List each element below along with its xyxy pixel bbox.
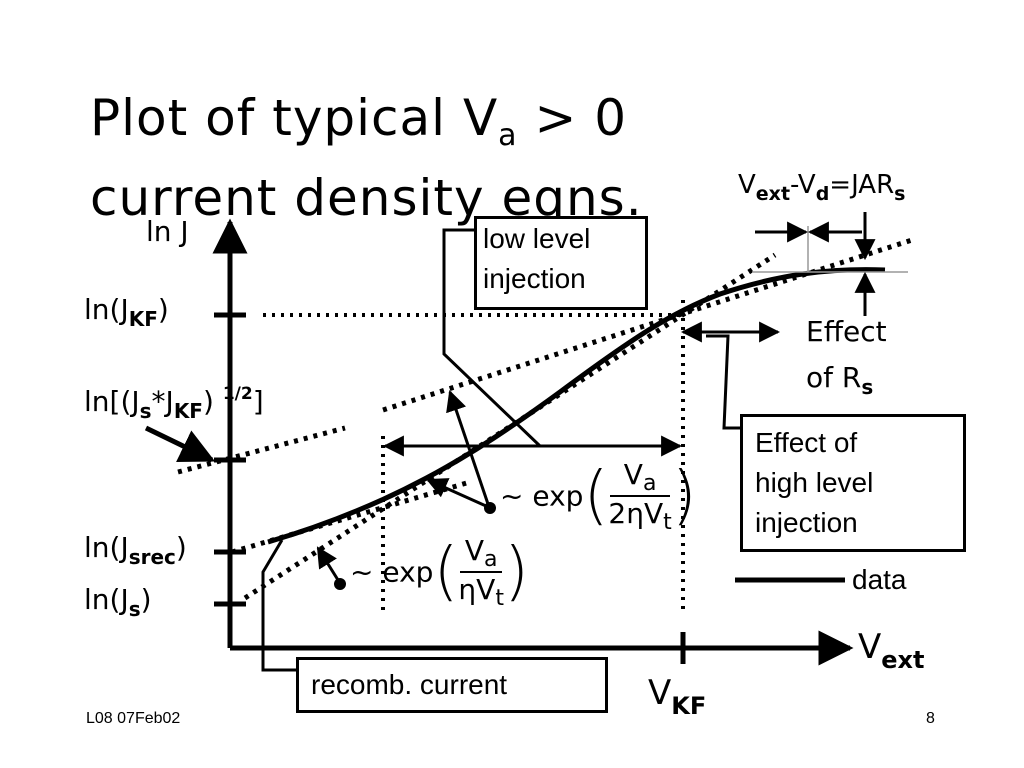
formula2-open-paren: ( xyxy=(433,535,459,609)
slide-number: 8 xyxy=(926,710,935,727)
formula-exp-nvt: ~ exp( Va ηVt ) xyxy=(350,534,529,611)
recomb-current-box: recomb. current xyxy=(296,657,608,713)
geo-pointer xyxy=(144,425,216,463)
high-level-line-1: Effect of xyxy=(755,427,858,458)
y-tick-label-jkf: ln(JKF) xyxy=(84,293,169,331)
high-level-line-3: injection xyxy=(755,507,858,538)
formula1-denominator: 2ηVt xyxy=(608,497,672,535)
low-level-injection-box: low level injection xyxy=(474,216,648,310)
effect-rs-line-1: Effect xyxy=(806,315,887,348)
formula-exp-2nvt: ~ exp( Va 2ηVt ) xyxy=(500,458,697,535)
formula1-numerator: Va xyxy=(623,458,657,496)
effect-rs-line-2: of Rs xyxy=(806,361,874,399)
exp2-pointer xyxy=(316,546,340,581)
footer-left: L08 07Feb02 xyxy=(86,710,181,727)
data-curve xyxy=(267,267,886,545)
vext-vd-label: Vext-Vd=JARs xyxy=(738,170,906,205)
exp1-pointer-up xyxy=(446,390,490,505)
exp1-pointer-left xyxy=(426,478,487,508)
formula2-fraction: Va ηVt xyxy=(458,534,504,611)
formula1-close-paren: ) xyxy=(671,459,697,533)
high-level-pointer xyxy=(706,334,740,430)
high-level-injection-box: Effect of high level injection xyxy=(740,414,966,552)
exp2-dot xyxy=(334,578,346,590)
legend-data-label: data xyxy=(852,564,907,595)
asymptote-2nvt-lower xyxy=(177,425,346,475)
recomb-pointer xyxy=(261,539,296,672)
x-axis-label: Vext xyxy=(858,627,925,674)
vkf-label: VKF xyxy=(648,673,707,720)
formula1-fraction: Va 2ηVt xyxy=(608,458,672,535)
y-tick-label-jsrec: ln(Jsrec) xyxy=(84,531,187,569)
low-level-pointer xyxy=(442,228,542,448)
formula2-denominator: ηVt xyxy=(458,573,504,611)
slide-title: Plot of typical Va > 0 current density e… xyxy=(90,82,643,234)
exp1-dot xyxy=(484,502,496,514)
high-level-line-2: high level xyxy=(755,467,874,498)
formula1-open-paren: ( xyxy=(583,459,609,533)
y-tick-label-js: ln(Js) xyxy=(84,583,152,621)
low-level-line-1: low level xyxy=(483,223,591,254)
title-line-1: Plot of typical Va > 0 xyxy=(90,89,628,153)
formula2-numerator: Va xyxy=(464,534,498,572)
low-level-line-2: injection xyxy=(483,263,586,294)
y-tick-label-geo: ln[(Js*JKF) 1/2] xyxy=(84,384,264,423)
formula2-prefix: ~ exp xyxy=(350,555,434,589)
y-axis-label: ln J xyxy=(146,215,189,248)
formula2-close-paren: ) xyxy=(503,535,529,609)
formula1-prefix: ~ exp xyxy=(500,479,584,513)
